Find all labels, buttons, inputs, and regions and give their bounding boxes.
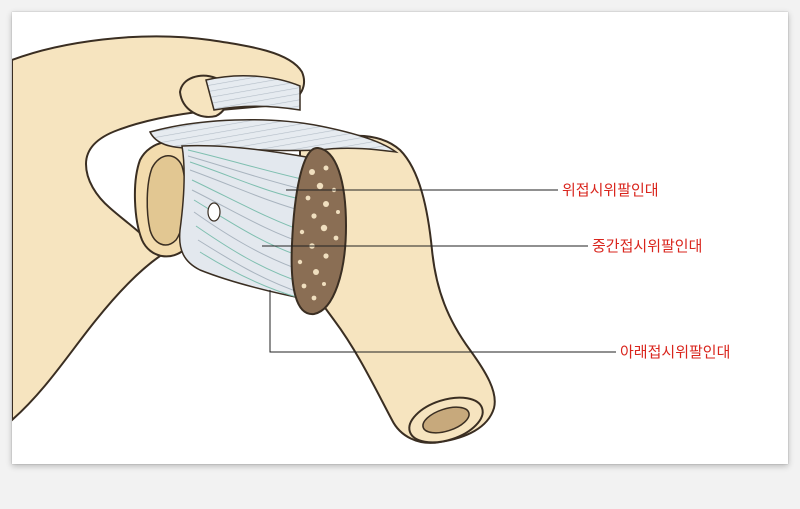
label-middle-glenohumeral-ligament: 중간접시위팔인대	[592, 237, 703, 255]
coracoacromial-ligament	[205, 75, 301, 111]
scapula-bone	[12, 35, 306, 422]
capsule-opening	[207, 202, 221, 222]
glenoid-fossa	[146, 155, 187, 246]
cancellous-pores	[297, 165, 340, 301]
leader-lines	[262, 189, 616, 353]
leader-inferior	[269, 290, 616, 353]
label-inferior-glenohumeral-ligament: 아래접시위팔인대	[620, 343, 731, 361]
ligament-fibers	[187, 149, 307, 299]
humerus-medullary-canal	[422, 406, 470, 434]
label-superior-glenohumeral-ligament: 위접시위팔인대	[562, 181, 659, 199]
humerus-bone	[299, 134, 496, 444]
